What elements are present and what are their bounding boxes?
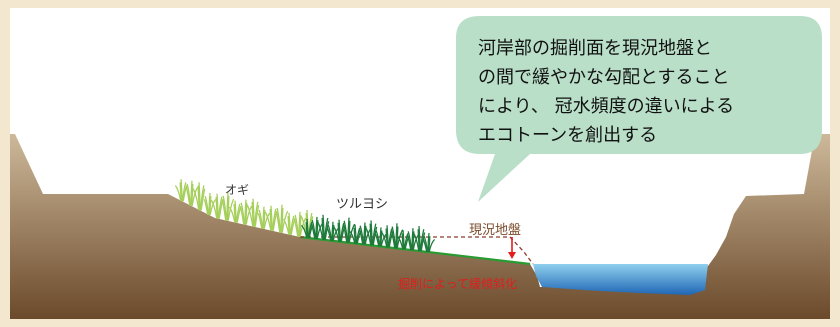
- callout-line-2: の間で緩やかな勾配とすること: [478, 67, 730, 88]
- tsuruyoshi-grass-tuft: [342, 217, 356, 243]
- ogi-grass-tuft: [203, 192, 217, 216]
- ogi-grass-tuft: [275, 204, 289, 233]
- diagram-canvas: オギ ツルヨシ 現況地盤 掘削によって緩傾斜化 河岸部の掘削面を現況地盤と の間…: [10, 8, 830, 319]
- river-cross-section-svg: [10, 16, 830, 319]
- tsuruyoshi-grass: [300, 214, 436, 253]
- tsuruyoshi-grass-tuft: [358, 222, 372, 245]
- ogi-grass-tuft: [239, 199, 253, 225]
- callout-text: 河岸部の掘削面を現況地盤と の間で緩やかな勾配とすること により、 冠水頻度の違…: [478, 34, 798, 150]
- tsuruyoshi-grass-tuft: [412, 226, 426, 252]
- ogi-grass-tuft: [185, 180, 199, 206]
- callout-line-1: 河岸部の掘削面を現況地盤と: [478, 38, 712, 59]
- tsuruyoshi-grass-tuft: [390, 223, 404, 249]
- tsuruyoshi-grass-tuft: [300, 218, 314, 239]
- tsuruyoshi-grass-tuft: [316, 214, 330, 240]
- tsuruyoshi-label: ツルヨシ: [336, 197, 389, 212]
- tsuruyoshi-grass-tuft: [406, 228, 420, 251]
- tsuruyoshi-grass-tuft: [422, 232, 436, 253]
- tsuruyoshi-grass-tuft: [396, 230, 410, 250]
- ogi-label: オギ: [225, 183, 250, 197]
- tsuruyoshi-grass-tuft: [380, 225, 394, 248]
- ogi-grass-tuft: [174, 179, 188, 202]
- ground-section: [10, 134, 830, 319]
- ogi-grass-tuft: [257, 206, 271, 229]
- ogi-grass-tuft: [264, 205, 278, 231]
- callout-line-3: により、 冠水頻度の違いによる: [478, 96, 735, 117]
- tsuruyoshi-grass-tuft: [326, 221, 340, 241]
- tsuruyoshi-grass-tuft: [332, 219, 346, 242]
- ogi-grass: [174, 179, 314, 239]
- tsuruyoshi-grass-tuft: [374, 227, 388, 247]
- current-ground-label: 現況地盤: [469, 223, 522, 238]
- callout-line-4: エコトーンを創出する: [478, 125, 658, 146]
- excavation-label: 掘削によって緩傾斜化: [398, 277, 518, 291]
- current-ground-dashed-line: [300, 236, 534, 265]
- ogi-grass-tuft: [192, 182, 206, 211]
- river-water: [533, 264, 708, 295]
- ogi-grass-tuft: [246, 198, 260, 227]
- tsuruyoshi-grass-tuft: [348, 224, 362, 244]
- tsuruyoshi-grass-tuft: [364, 220, 378, 246]
- ogi-grass-tuft: [210, 193, 224, 219]
- tsuruyoshi-grass-tuft: [310, 216, 324, 239]
- lowering-arrow: [508, 237, 516, 259]
- callout-bubble: [456, 16, 822, 202]
